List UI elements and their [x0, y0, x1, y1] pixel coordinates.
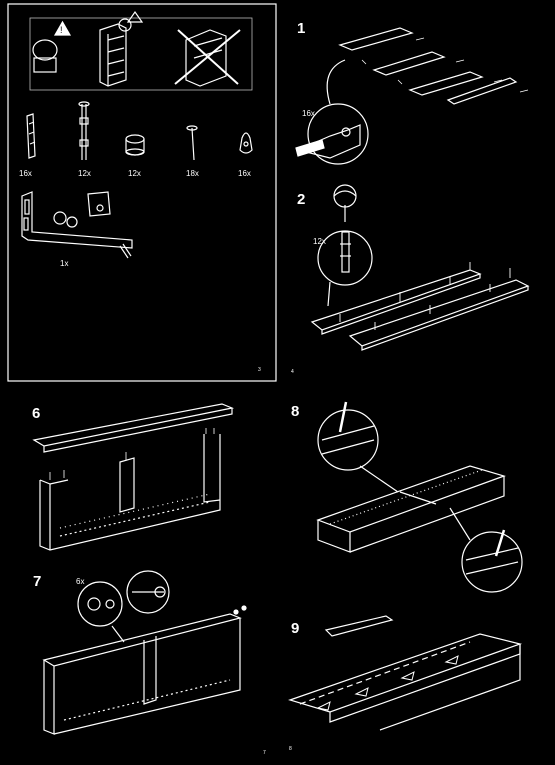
- part-qty-cam-lock: 12x: [128, 169, 141, 178]
- nail-part-icon: [186, 125, 198, 161]
- shelf-upright-icon: [99, 23, 127, 87]
- svg-text:!: !: [60, 25, 63, 35]
- step-6-drawing: [32, 403, 235, 551]
- step-1-drawing: [295, 27, 529, 165]
- step-9-drawing: [288, 615, 523, 731]
- step-1-number: 1: [297, 20, 305, 37]
- bracket-qty: 1x: [60, 259, 68, 268]
- step-7-number: 7: [33, 573, 41, 590]
- step-8-number: 8: [291, 403, 299, 420]
- step-9-number: 9: [291, 620, 299, 637]
- step-7-drawing: [42, 570, 247, 735]
- step-2-number: 2: [297, 191, 305, 208]
- step-2-callout-qty: 12x: [313, 237, 326, 246]
- step-2-drawing: [310, 184, 530, 351]
- part-qty-cam-bolt: 12x: [78, 169, 91, 178]
- part-qty-dowel: 16x: [19, 169, 32, 178]
- cam-bolt-part-icon: [78, 101, 90, 160]
- part-qty-shelf-pin: 16x: [238, 169, 251, 178]
- power-drill-warning-icon: !: [32, 10, 144, 73]
- crossed-out-shelf-icon: [174, 29, 241, 87]
- page-number-8: 8: [289, 746, 292, 752]
- cam-lock-part-icon: [125, 134, 145, 156]
- step-6-number: 6: [32, 405, 40, 422]
- tools-warning-icons: !: [29, 10, 253, 91]
- wall-bracket-icon: [21, 191, 133, 259]
- page-number-3: 3: [258, 367, 261, 373]
- part-qty-nail: 18x: [186, 169, 199, 178]
- step-8-drawing: [316, 401, 523, 593]
- page-number-7: 7: [263, 750, 266, 756]
- step-7-callout-qty: 6x: [76, 577, 84, 586]
- page-number-4: 4: [291, 369, 294, 375]
- step-1-callout-qty: 16x: [302, 109, 315, 118]
- shelf-pin-part-icon: [239, 132, 253, 154]
- dowel-part-icon: [26, 113, 36, 159]
- parts-panel-frame: [7, 3, 277, 382]
- part-quantity-labels: 16x 12x 12x 18x 16x 1x: [19, 169, 251, 268]
